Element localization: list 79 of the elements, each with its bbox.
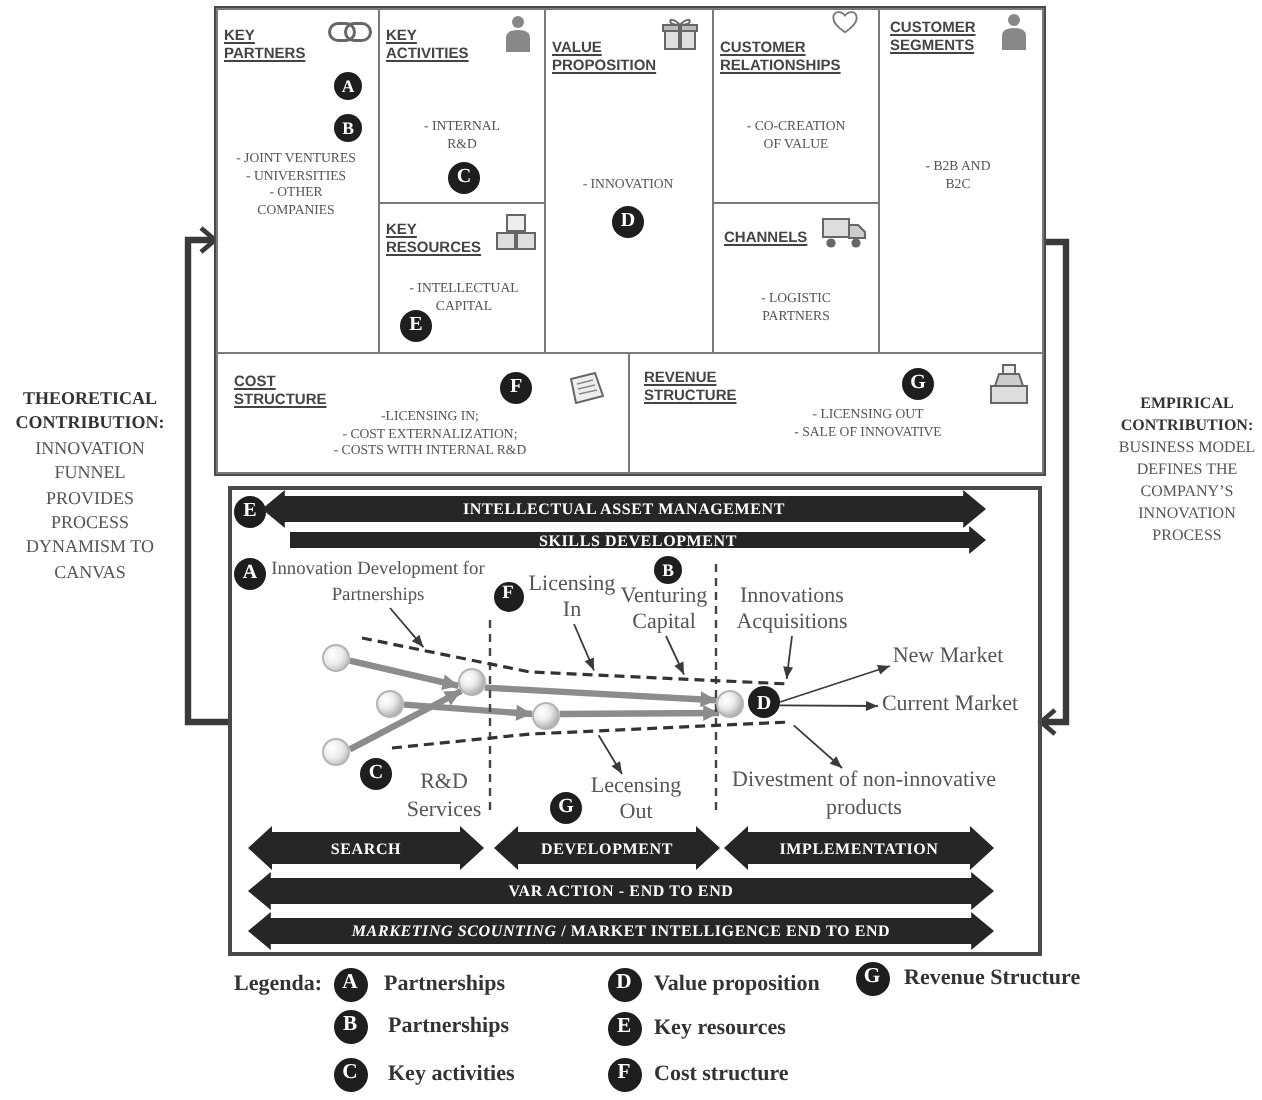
band-label: SEARCH [330, 839, 402, 857]
canvas-section [628, 352, 1044, 474]
letter-badge: C [448, 162, 480, 194]
sphere [716, 690, 744, 718]
flow-arrow [484, 684, 717, 708]
sphere [322, 644, 350, 672]
arrow [778, 700, 879, 711]
canvas-frame [214, 6, 1046, 476]
sphere [532, 702, 560, 730]
double-arrow-band [494, 826, 720, 870]
band-label: MARKETING SCOUNTING / MARKET INTELLIGENCE END TO END [351, 922, 891, 940]
sphere [322, 738, 350, 766]
letter-badge: A [334, 72, 362, 100]
feedback-arrow [1038, 238, 1070, 737]
flow-arrow [559, 705, 720, 722]
double-arrow-band [262, 490, 986, 528]
caption-text: Key activities [388, 1060, 515, 1088]
caption-text: Key resources [654, 1014, 786, 1042]
letter-badge: B [654, 556, 682, 584]
annotation-text: Current Market [878, 692, 1022, 719]
sphere [458, 668, 486, 696]
double-arrow-band [724, 826, 994, 870]
leader-arrow [665, 635, 685, 676]
canvas-section [216, 8, 380, 354]
caption-text: Revenue Structure [904, 964, 1081, 992]
letter-badge: C [360, 758, 392, 790]
letter-badge: D [612, 206, 644, 238]
letter-badge: F [500, 372, 532, 404]
band-label: INTELLECTUAL ASSET MANAGEMENT [462, 500, 786, 518]
arrow [779, 665, 891, 703]
band-label: VAR ACTION - END TO END [508, 882, 734, 900]
feedback-arrow [184, 225, 228, 726]
leader-arrow [573, 623, 595, 672]
letter-badge: A [333, 967, 367, 1001]
caption-text: Partnerships [384, 970, 505, 998]
leader-arrow [597, 734, 623, 775]
annotation-text: Lecensing Out [586, 774, 686, 824]
caption-text: Partnerships [388, 1012, 509, 1040]
letter-badge: F [607, 1057, 641, 1091]
caption-text: Value proposition [654, 970, 820, 998]
leader-arrow [389, 607, 425, 649]
flow-arrow [348, 688, 463, 753]
canvas-section [216, 352, 630, 474]
sphere [376, 690, 404, 718]
annotation-text: Licensing In [526, 572, 618, 624]
double-arrow-band [248, 872, 994, 910]
leader-arrow [783, 635, 794, 680]
leader-arrow [792, 724, 843, 769]
letter-badge: G [855, 961, 889, 995]
double-arrow-band [248, 826, 484, 870]
letter-badge: G [902, 368, 934, 400]
band-label: IMPLEMENTATION [779, 839, 939, 857]
annotation-text: Divestment of non-innovative products [724, 768, 1004, 822]
letter-badge: F [493, 581, 523, 611]
canvas-section [878, 8, 1044, 354]
annotation-text: Venturing Capital [616, 584, 712, 636]
annotation-text: Innovation Development for Partnerships [268, 558, 488, 608]
letter-badge: E [234, 496, 266, 528]
letter-badge: G [550, 792, 582, 824]
arrow-band [290, 526, 986, 554]
double-arrow-band [248, 912, 994, 950]
letter-badge: B [333, 1009, 367, 1043]
letter-badge: A [234, 558, 266, 590]
flow-arrow [403, 701, 533, 721]
letter-badge: C [333, 1057, 367, 1091]
band-label: SKILLS DEVELOPMENT [539, 531, 737, 549]
band-label: DEVELOPMENT [541, 839, 673, 857]
flow-arrow [349, 657, 460, 690]
annotation-text: R&D Services [404, 770, 484, 824]
letter-badge: E [400, 310, 432, 342]
annotation-text: New Market [890, 644, 1006, 671]
letter-badge: E [607, 1011, 641, 1045]
legend-title: Legenda: [234, 970, 322, 998]
annotation-text: Innovations Acquisitions [732, 584, 852, 636]
caption-text: Cost structure [654, 1060, 789, 1088]
funnel-panel [228, 486, 1042, 956]
letter-badge: D [607, 967, 641, 1001]
letter-badge: B [334, 114, 362, 142]
letter-badge: D [748, 686, 780, 718]
